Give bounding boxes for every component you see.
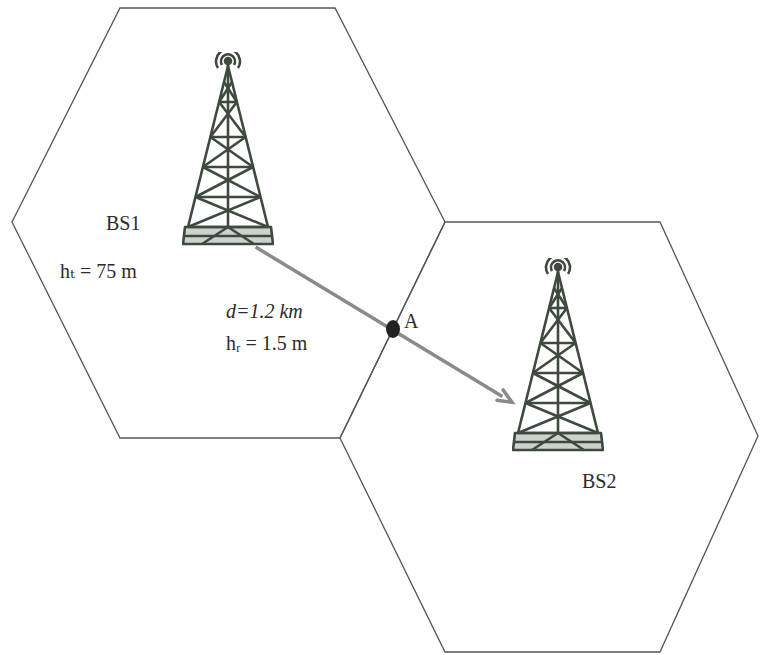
height-label: hₜ = 75 m [60,260,137,282]
parameter-label: d=1.2 km [226,300,303,322]
parameter-label: hᵣ = 1.5 m [226,332,307,354]
link-arrow [256,247,512,402]
station-name: BS1 [106,212,140,234]
point-label: A [404,310,418,332]
base-station: BS1hₜ = 75 m [182,52,274,247]
tower-illustration [513,255,603,450]
receiver-dot [386,320,400,338]
cell-hexagon [12,8,445,438]
base-station: BS2 [512,258,604,453]
station-name: BS2 [582,470,616,492]
tower-illustration [183,49,273,244]
cell-hexagon [340,222,758,652]
